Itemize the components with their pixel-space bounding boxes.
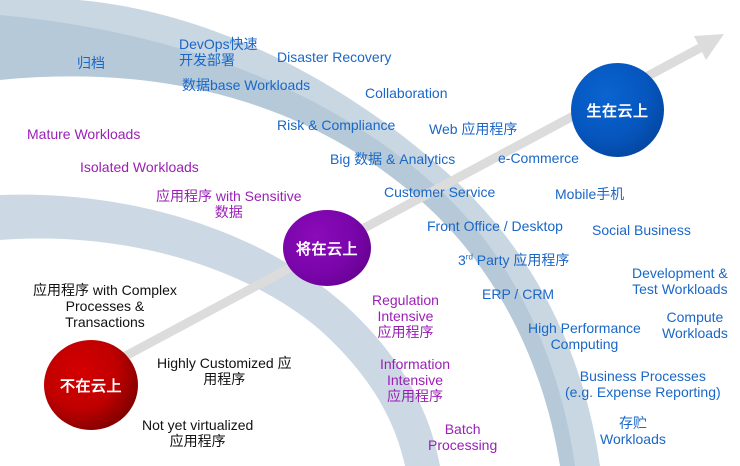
workload-label: 数据base Workloads [182,77,311,93]
workload-label: Web 应用程序 [429,121,518,137]
workload-label: Customer Service [384,184,496,200]
workload-label: Not yet virtualized 应用程序 [142,417,254,449]
workload-label: Information Intensive 应用程序 [380,356,451,404]
arc-band-middle [0,194,440,466]
workload-label: Regulation Intensive 应用程序 [372,292,439,340]
workload-label: Social Business [592,222,691,238]
workload-label: Business Processes (e.g. Expense Reporti… [565,368,721,400]
workload-label: 存贮 Workloads [600,415,666,447]
workload-label: Mature Workloads [27,126,141,142]
stage-label: 不在云上 [59,377,122,395]
workload-label: e-Commerce [498,150,579,166]
workload-label: High Performance Computing [528,320,641,352]
workload-label: DevOps快速 开发部署 [179,36,258,68]
workload-label: Risk & Compliance [277,117,396,133]
workload-label: ERP / CRM [482,286,555,302]
workload-label: Highly Customized 应 用程序 [157,355,292,387]
workload-label: 应用程序 with Complex Processes & Transactio… [33,282,177,330]
workload-label: Disaster Recovery [277,49,392,65]
workload-label: Development & Test Workloads [632,265,728,297]
workload-label: Mobile手机 [555,186,625,202]
workload-label: Front Office / Desktop [427,218,563,234]
workload-label: Collaboration [365,85,448,101]
workload-label: 应用程序 with Sensitive 数据 [156,188,302,220]
workload-label: 归档 [77,55,105,71]
stage-moving-to-cloud-circle: 将在云上 [283,210,371,286]
stage-not-on-cloud-circle: 不在云上 [44,340,138,430]
progress-arrow-head [694,34,724,60]
workload-label: Isolated Workloads [80,159,199,175]
workload-label: Compute Workloads [662,309,728,341]
workload-label: Batch Processing [428,421,498,453]
stage-label: 将在云上 [295,240,358,258]
workload-label: 3rd Party 应用程序 [458,252,570,268]
stage-label: 生在云上 [586,102,649,120]
stage-born-on-cloud-circle: 生在云上 [571,63,664,157]
workload-label: Big 数据 & Analytics [330,151,456,167]
